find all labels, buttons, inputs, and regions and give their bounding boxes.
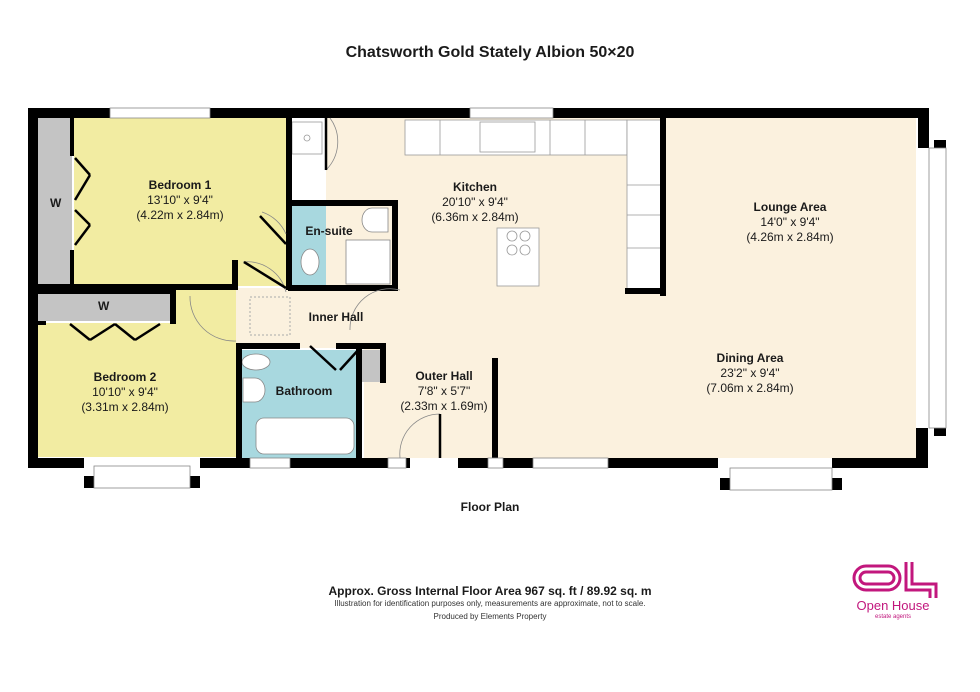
plan-title: Chatsworth Gold Stately Albion 50×20 bbox=[345, 44, 635, 61]
room-metric: (7.06m x 2.84m) bbox=[706, 381, 794, 395]
open-house-logo: Open House estate agents bbox=[838, 560, 958, 630]
gross-area: Approx. Gross Internal Floor Area 967 sq… bbox=[328, 584, 652, 598]
bedroom2-fill bbox=[38, 323, 236, 457]
room-label-ensuite: En-suite bbox=[294, 224, 364, 239]
room-metric: (6.36m x 2.84m) bbox=[431, 210, 519, 224]
room-label-lounge: Lounge Area 14'0" x 9'4" (4.26m x 2.84m) bbox=[720, 200, 860, 245]
room-imperial: 10'10" x 9'4" bbox=[92, 385, 158, 399]
wardrobe1-fill bbox=[38, 118, 72, 286]
room-name: En-suite bbox=[305, 224, 353, 238]
room-label-bedroom1: Bedroom 1 13'10" x 9'4" (4.22m x 2.84m) bbox=[110, 178, 250, 223]
room-name: Bathroom bbox=[275, 384, 333, 398]
room-label-bathroom: Bathroom bbox=[264, 384, 344, 399]
floor-plan-label: Floor Plan bbox=[460, 500, 520, 514]
walls bbox=[28, 108, 946, 490]
wardrobe2-label: W bbox=[98, 299, 110, 313]
bedroom1-fill bbox=[74, 118, 290, 286]
room-imperial: 13'10" x 9'4" bbox=[147, 193, 213, 207]
producer-credit: Produced by Elements Property bbox=[433, 612, 547, 621]
room-imperial: 23'2" x 9'4" bbox=[720, 366, 780, 380]
wardrobe2-fill bbox=[38, 293, 172, 321]
room-label-bedroom2: Bedroom 2 10'10" x 9'4" (3.31m x 2.84m) bbox=[60, 370, 190, 415]
room-name: Inner Hall bbox=[308, 310, 364, 324]
room-name: Outer Hall bbox=[415, 369, 473, 383]
room-name: Bedroom 2 bbox=[93, 370, 157, 384]
room-name: Dining Area bbox=[716, 351, 784, 365]
room-name: Lounge Area bbox=[753, 200, 827, 214]
room-label-outer-hall: Outer Hall 7'8" x 5'7" (2.33m x 1.69m) bbox=[392, 369, 496, 414]
room-label-dining: Dining Area 23'2" x 9'4" (7.06m x 2.84m) bbox=[680, 351, 820, 396]
wardrobe1-label: W bbox=[50, 196, 62, 210]
room-metric: (2.33m x 1.69m) bbox=[400, 399, 488, 413]
logo-name: Open House bbox=[856, 598, 930, 613]
room-imperial: 7'8" x 5'7" bbox=[417, 384, 471, 398]
room-metric: (3.31m x 2.84m) bbox=[81, 400, 169, 414]
room-imperial: 20'10" x 9'4" bbox=[442, 195, 508, 209]
room-imperial: 14'0" x 9'4" bbox=[760, 215, 820, 229]
room-name: Kitchen bbox=[452, 180, 497, 194]
bedroom2-hall-fill bbox=[176, 290, 236, 325]
room-metric: (4.26m x 2.84m) bbox=[746, 230, 834, 244]
room-name: Bedroom 1 bbox=[148, 178, 212, 192]
logo-tagline: estate agents bbox=[874, 614, 912, 620]
kitchen-worktop bbox=[404, 119, 664, 291]
room-label-inner-hall: Inner Hall bbox=[276, 310, 396, 325]
inner-hall-fill bbox=[236, 288, 396, 348]
room-label-kitchen: Kitchen 20'10" x 9'4" (6.36m x 2.84m) bbox=[410, 180, 540, 225]
disclaimer: Illustration for identification purposes… bbox=[334, 599, 646, 608]
oh-logo-icon bbox=[852, 562, 938, 598]
room-metric: (4.22m x 2.84m) bbox=[136, 208, 224, 222]
bath-store-fill bbox=[360, 350, 382, 382]
